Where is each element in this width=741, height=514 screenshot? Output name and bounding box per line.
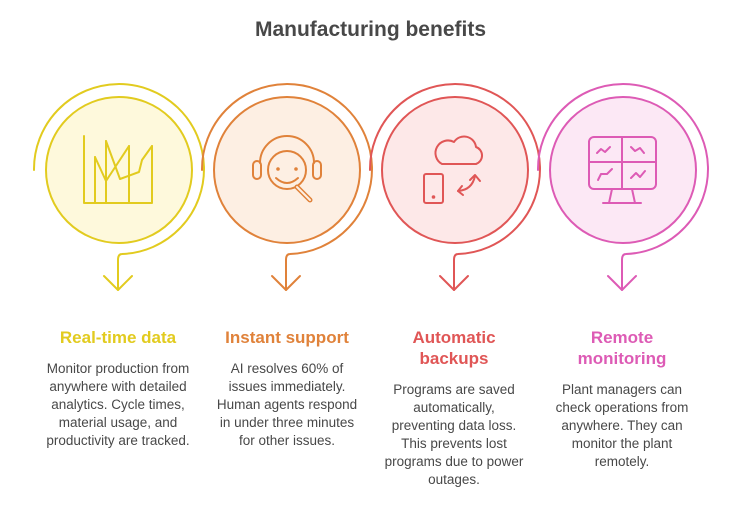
monitor-dashboard-icon bbox=[588, 136, 657, 204]
outer-arc bbox=[536, 83, 709, 291]
benefit-remote-monitoring: Remote monitoring Plant managers can che… bbox=[542, 327, 702, 471]
cloud-sync-icon bbox=[423, 135, 483, 204]
benefit-heading: Instant support bbox=[225, 328, 349, 347]
benefit-automatic-backups: Automatic backups Programs are saved aut… bbox=[374, 327, 534, 489]
outer-arc bbox=[368, 83, 541, 291]
benefit-description: AI resolves 60% of issues immediately. H… bbox=[216, 361, 358, 448]
arrow-head-icon bbox=[439, 275, 469, 291]
inner-circle bbox=[213, 96, 361, 244]
benefit-description: Programs are saved automatically, preven… bbox=[384, 382, 524, 487]
step-4-graphic bbox=[536, 83, 709, 291]
arrow-head-icon bbox=[271, 275, 301, 291]
benefit-real-time-data: Real-time data Monitor production from a… bbox=[38, 327, 198, 450]
inner-circle bbox=[45, 96, 193, 244]
inner-circle bbox=[381, 96, 529, 244]
support-agent-icon bbox=[252, 135, 322, 203]
benefit-heading: Real-time data bbox=[59, 328, 177, 347]
outer-arc bbox=[200, 83, 373, 291]
step-1-graphic bbox=[32, 83, 205, 291]
arrow-head-icon bbox=[103, 275, 133, 291]
step-3-graphic bbox=[368, 83, 541, 291]
benefit-instant-support: Instant support AI resolves 60% of issue… bbox=[207, 327, 367, 450]
outer-arc bbox=[32, 83, 205, 291]
benefit-heading: Remote monitoring bbox=[577, 328, 667, 368]
arrow-head-icon bbox=[607, 275, 637, 291]
line-chart-icon bbox=[83, 135, 153, 204]
benefit-heading: Automatic backups bbox=[412, 328, 496, 368]
step-2-graphic bbox=[200, 83, 373, 291]
benefit-description: Monitor production from anywhere with de… bbox=[46, 361, 190, 448]
benefit-description: Plant managers can check operations from… bbox=[555, 382, 689, 469]
page-title: Manufacturing benefits bbox=[254, 18, 486, 41]
